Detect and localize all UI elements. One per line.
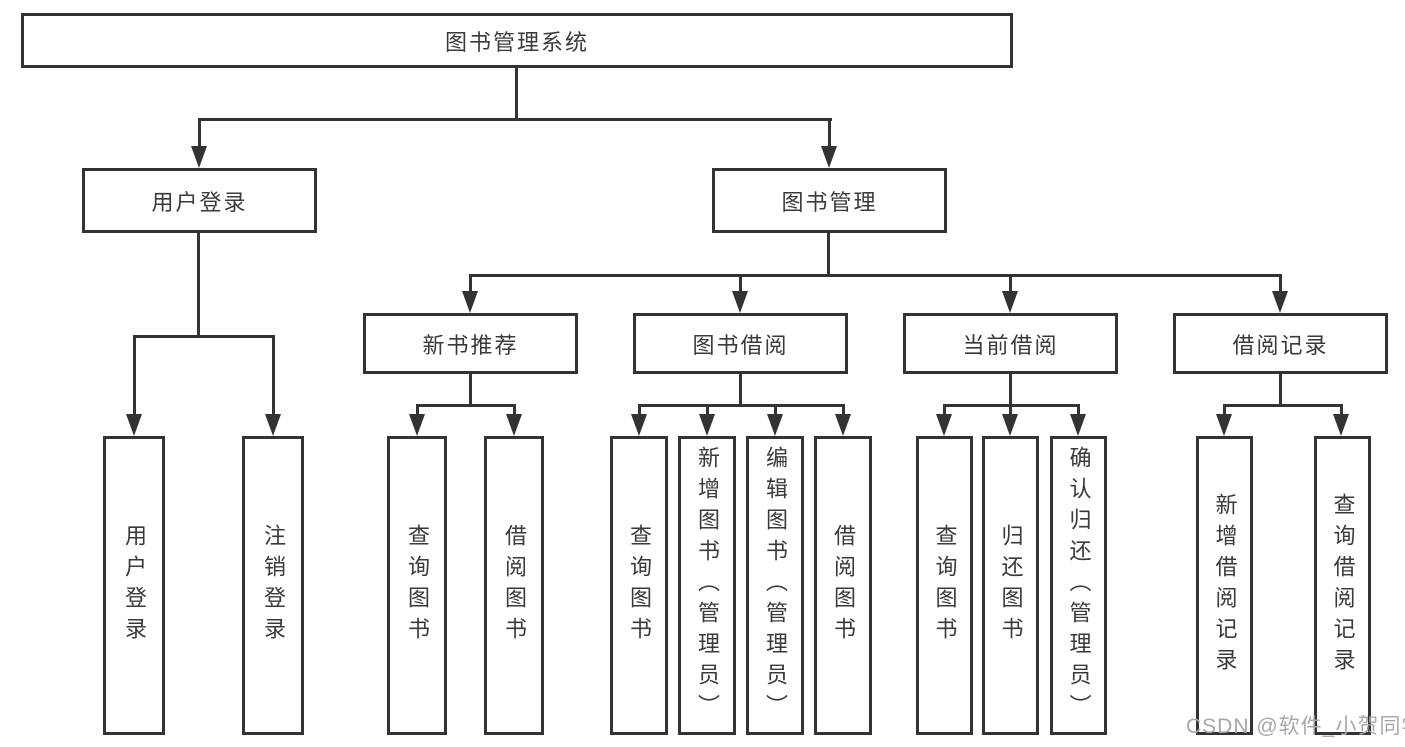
connector-line — [1009, 276, 1012, 293]
leaf-logout: 注销登录 — [242, 436, 304, 735]
leaf-record-add-label: 新增借阅记录 — [1212, 492, 1238, 679]
connector-line — [739, 276, 742, 293]
arrow-down-icon — [767, 414, 783, 436]
leaf-user-login-label: 用户登录 — [122, 523, 147, 648]
node-current-borrow: 当前借阅 — [903, 313, 1118, 374]
leaf-current-confirm-return-admin: 确认归还（管理员） — [1050, 436, 1107, 735]
connector-line — [1340, 406, 1343, 416]
leaf-borrow-add-books-admin: 新增图书（管理员） — [678, 436, 736, 735]
connector-line — [943, 406, 946, 416]
leaf-borrow-query-books: 查询图书 — [610, 436, 668, 735]
connector-line — [739, 372, 742, 406]
connector-line — [513, 406, 516, 416]
leaf-recommend-query-books-label: 查询图书 — [405, 523, 430, 648]
leaf-borrow-edit-books-admin: 编辑图书（管理员） — [746, 436, 804, 735]
leaf-logout-label: 注销登录 — [261, 523, 286, 648]
connector-line — [469, 372, 472, 406]
connector-line — [638, 406, 641, 416]
arrow-down-icon — [191, 146, 207, 168]
arrow-down-icon — [462, 291, 478, 313]
leaf-borrow-borrow-books: 借阅图书 — [814, 436, 872, 735]
connector-line — [943, 404, 1080, 407]
leaf-record-query: 查询借阅记录 — [1314, 436, 1371, 735]
leaf-borrow-add-books-admin-label: 新增图书（管理员） — [695, 446, 720, 725]
node-user-login: 用户登录 — [82, 168, 317, 233]
connector-line — [1223, 404, 1343, 407]
connector-line — [198, 120, 201, 148]
leaf-record-add: 新增借阅记录 — [1196, 436, 1253, 735]
arrow-down-icon — [936, 414, 952, 436]
leaf-recommend-query-books: 查询图书 — [387, 436, 447, 735]
arrow-down-icon — [265, 414, 281, 436]
node-new-book-recommend: 新书推荐 — [363, 313, 578, 374]
node-new-book-recommend-label: 新书推荐 — [422, 332, 519, 358]
leaf-current-return-books: 归还图书 — [982, 436, 1039, 735]
node-book-borrow: 图书借阅 — [633, 313, 848, 374]
arrow-down-icon — [506, 414, 522, 436]
leaf-current-query-books-label: 查询图书 — [932, 523, 958, 648]
arrow-down-icon — [699, 414, 715, 436]
connector-line — [469, 276, 472, 293]
leaf-current-confirm-return-admin-label: 确认归还（管理员） — [1066, 446, 1092, 725]
leaf-borrow-query-books-label: 查询图书 — [627, 523, 652, 648]
csdn-watermark: CSDN @软件_小贺同学 — [1186, 715, 1405, 738]
connector-line — [133, 335, 275, 338]
node-root: 图书管理系统 — [21, 13, 1013, 68]
connector-line — [469, 274, 1282, 277]
arrow-down-icon — [821, 146, 837, 168]
arrow-down-icon — [631, 414, 647, 436]
node-book-borrow-label: 图书借阅 — [692, 332, 789, 358]
connector-line — [416, 404, 516, 407]
connector-line — [1009, 406, 1012, 416]
connector-line — [1009, 372, 1012, 406]
connector-line — [706, 406, 709, 416]
leaf-record-query-label: 查询借阅记录 — [1330, 492, 1356, 679]
arrow-down-icon — [1070, 414, 1086, 436]
connector-line — [828, 120, 831, 148]
connector-line — [416, 406, 419, 416]
connector-line — [638, 404, 845, 407]
arrow-down-icon — [1002, 414, 1018, 436]
connector-line — [827, 232, 830, 276]
connector-line — [198, 118, 832, 121]
connector-line — [1223, 406, 1226, 416]
leaf-user-login: 用户登录 — [103, 436, 165, 735]
connector-line — [133, 337, 136, 416]
connector-line — [1279, 372, 1282, 406]
arrow-down-icon — [732, 291, 748, 313]
leaf-recommend-borrow-books: 借阅图书 — [484, 436, 544, 735]
node-user-login-label: 用户登录 — [151, 189, 248, 215]
connector-line — [1279, 276, 1282, 293]
node-book-management-label: 图书管理 — [781, 189, 878, 215]
connector-line — [842, 406, 845, 416]
leaf-current-return-books-label: 归还图书 — [998, 523, 1024, 648]
node-borrow-record: 借阅记录 — [1173, 313, 1388, 374]
arrow-down-icon — [1002, 291, 1018, 313]
leaf-recommend-borrow-books-label: 借阅图书 — [502, 523, 527, 648]
connector-line — [272, 337, 275, 416]
arrow-down-icon — [126, 414, 142, 436]
node-borrow-record-label: 借阅记录 — [1232, 332, 1329, 358]
arrow-down-icon — [1333, 414, 1349, 436]
node-current-borrow-label: 当前借阅 — [962, 332, 1059, 358]
arrow-down-icon — [1216, 414, 1232, 436]
arrow-down-icon — [835, 414, 851, 436]
node-book-management: 图书管理 — [712, 168, 947, 233]
leaf-current-query-books: 查询图书 — [916, 436, 973, 735]
connector-line — [515, 66, 518, 120]
arrow-down-icon — [1272, 291, 1288, 313]
connector-line — [1077, 406, 1080, 416]
leaf-borrow-edit-books-admin-label: 编辑图书（管理员） — [763, 446, 788, 725]
node-root-label: 图书管理系统 — [444, 29, 589, 55]
leaf-borrow-borrow-books-label: 借阅图书 — [831, 523, 856, 648]
arrow-down-icon — [409, 414, 425, 436]
connector-line — [774, 406, 777, 416]
connector-line — [197, 232, 200, 337]
